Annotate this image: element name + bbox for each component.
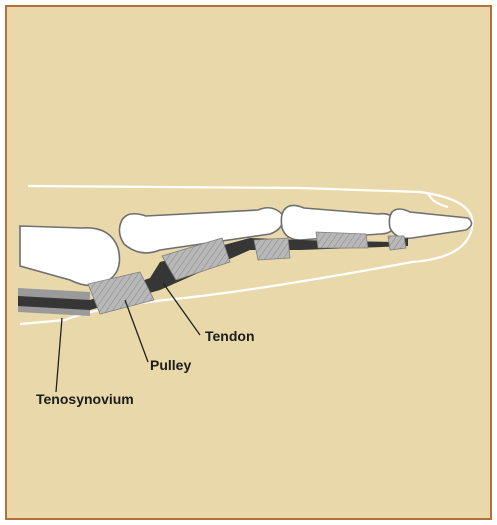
pulley-a5: [388, 236, 406, 250]
tenosynovium-label: Tenosynovium: [36, 391, 134, 407]
pulley-label: Pulley: [150, 357, 191, 373]
pulley-leader-line: [125, 300, 148, 362]
tenosynovium-leader-line: [56, 318, 62, 392]
pulley-a3: [254, 238, 290, 260]
pulley-a4: [316, 232, 368, 248]
tendon-leader-line: [163, 283, 200, 335]
tendon-label: Tendon: [205, 328, 255, 344]
distal-phalanx-bone: [389, 209, 471, 238]
metacarpal-bone: [20, 226, 120, 286]
